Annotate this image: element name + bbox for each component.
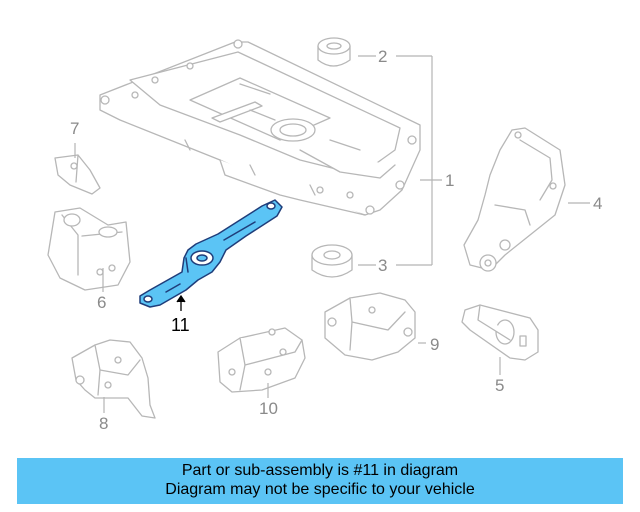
leader-lines xyxy=(74,55,590,413)
mount-part-6 xyxy=(47,207,131,291)
callout-8: 8 xyxy=(99,414,109,433)
block-part-5 xyxy=(461,304,539,361)
mount-part-10 xyxy=(217,327,306,393)
info-banner: Part or sub-assembly is #11 in diagram D… xyxy=(17,458,623,504)
callout-9: 9 xyxy=(430,335,440,354)
callout-1: 1 xyxy=(445,171,455,190)
mount-part-8 xyxy=(71,339,156,419)
torque-rod-part-11 xyxy=(139,199,283,308)
parts-diagram xyxy=(47,37,590,419)
callout-4: 4 xyxy=(593,194,603,213)
callout-3: 3 xyxy=(378,256,388,275)
clip-part-7 xyxy=(54,154,101,195)
callout-2: 2 xyxy=(378,47,388,66)
bracket-part-4 xyxy=(463,127,566,272)
callout-5: 5 xyxy=(495,376,505,395)
callout-10: 10 xyxy=(259,399,278,418)
mount-part-9 xyxy=(324,292,416,361)
callout-11-arrow xyxy=(176,294,186,311)
banner-line-2: Diagram may not be specific to your vehi… xyxy=(165,481,475,498)
subframe-part-1 xyxy=(99,39,421,216)
callout-7: 7 xyxy=(70,119,80,138)
callout-11: 11 xyxy=(171,315,190,335)
mount-part-2 xyxy=(317,37,351,67)
mount-part-3 xyxy=(311,244,353,278)
callout-6: 6 xyxy=(97,293,107,312)
banner-line-1: Part or sub-assembly is #11 in diagram xyxy=(181,462,459,479)
